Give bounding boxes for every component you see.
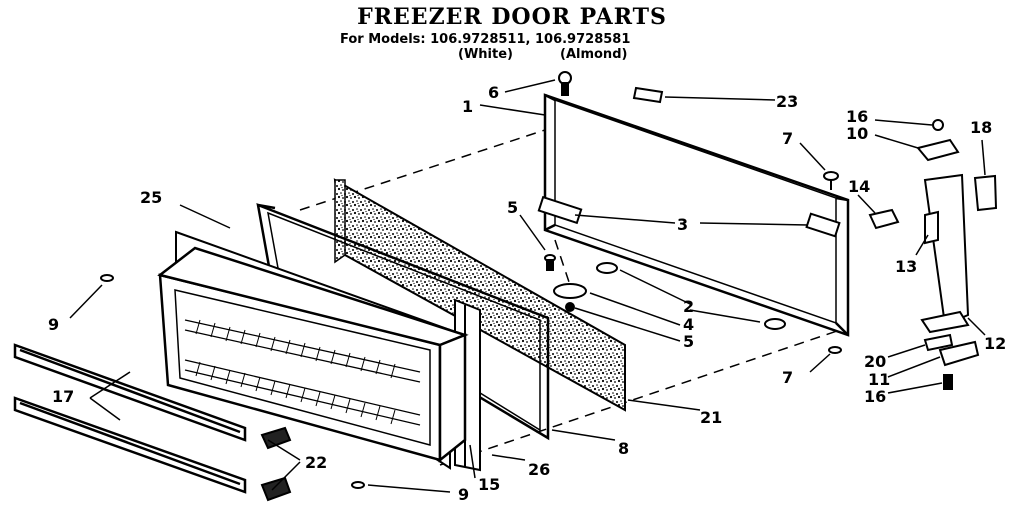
callout-16-top: 16 <box>846 107 868 126</box>
callout-5-right: 5 <box>683 332 694 351</box>
callout-18: 18 <box>970 118 992 137</box>
leader-lines <box>69 79 986 493</box>
callout-23: 23 <box>776 92 798 111</box>
callout-6: 6 <box>488 83 499 102</box>
callout-15: 15 <box>478 475 500 494</box>
callout-25: 25 <box>140 188 162 207</box>
callout-12: 12 <box>984 334 1006 353</box>
small-hardware <box>100 71 842 489</box>
callout-26: 26 <box>528 460 550 479</box>
callout-20: 20 <box>864 352 886 371</box>
page-title: FREEZER DOOR PARTS <box>357 4 667 30</box>
outer-door-panel <box>543 93 850 337</box>
callout-13: 13 <box>895 257 917 276</box>
callout-8: 8 <box>618 439 629 458</box>
variant-almond: (Almond) <box>560 47 628 62</box>
door-gasket-frame <box>256 203 550 441</box>
shelf-trim-strips <box>13 343 247 494</box>
callout-14: 14 <box>848 177 870 196</box>
callout-11: 11 <box>868 370 890 389</box>
door-liner <box>157 246 469 463</box>
callout-22: 22 <box>305 453 327 472</box>
trim-end-caps <box>260 426 292 502</box>
callout-2: 2 <box>683 297 694 316</box>
callout-10: 10 <box>846 124 868 143</box>
callout-7-bottom: 7 <box>782 368 793 387</box>
callout-3: 3 <box>677 215 688 234</box>
callout-16-bottom: 16 <box>864 387 886 406</box>
callout-labels: 6 1 23 7 3 5 2 4 5 7 16 10 18 14 13 12 2… <box>48 83 1006 504</box>
callout-5-left: 5 <box>507 198 518 217</box>
shelf-ribs <box>195 319 396 425</box>
callout-9-left: 9 <box>48 315 59 334</box>
hinge-assembly <box>868 119 998 390</box>
callout-4: 4 <box>683 315 694 334</box>
callout-17: 17 <box>52 387 74 406</box>
callout-21: 21 <box>700 408 722 427</box>
callout-9-bottom: 9 <box>458 485 469 504</box>
models-subtitle: For Models: 106.9728511, 106.9728581 <box>340 32 631 47</box>
variant-white: (White) <box>458 47 513 62</box>
callout-7-top: 7 <box>782 129 793 148</box>
callout-1: 1 <box>462 97 473 116</box>
